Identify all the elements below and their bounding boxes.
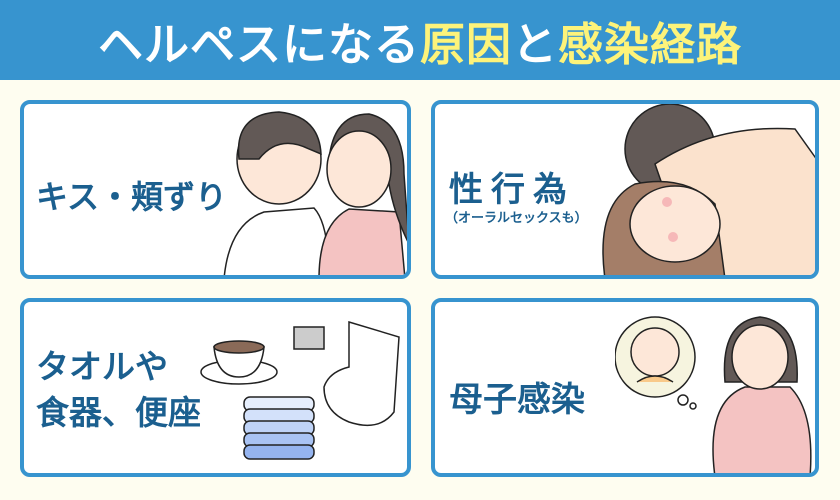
page-title: ヘルペスになる原因と感染経路 xyxy=(98,8,742,73)
couple-kissing-icon xyxy=(223,111,407,275)
card-towels-dishes-toilet: タオルや 食器、便座 xyxy=(20,298,411,477)
title-highlight-cause: 原因 xyxy=(419,17,512,71)
title-part-1: ヘルペスになる xyxy=(97,17,420,71)
card-mother-to-child: 母子感染 xyxy=(431,298,819,477)
header-banner: ヘルペスになる原因と感染経路 xyxy=(0,0,840,80)
card-kiss: キス・頬ずり xyxy=(20,100,411,279)
couple-embracing-icon xyxy=(602,104,815,275)
card-sublabel: （オーラルセックスも） xyxy=(445,211,588,226)
card-label: 性行為 xyxy=(449,170,575,210)
card-label-line-1: タオルや xyxy=(36,347,168,386)
card-label-line-2: 食器、便座 xyxy=(36,393,201,432)
cup-towels-toilet-icon xyxy=(200,320,400,460)
title-highlight-route: 感染経路 xyxy=(558,17,743,71)
card-label: 母子感染 xyxy=(449,380,585,420)
card-sexual-intercourse: 性行為 （オーラルセックスも） xyxy=(431,100,819,279)
title-part-2: と xyxy=(512,17,559,71)
pregnant-woman-thinking-baby-icon xyxy=(615,316,812,473)
card-label: キス・頬ずり xyxy=(36,178,228,216)
